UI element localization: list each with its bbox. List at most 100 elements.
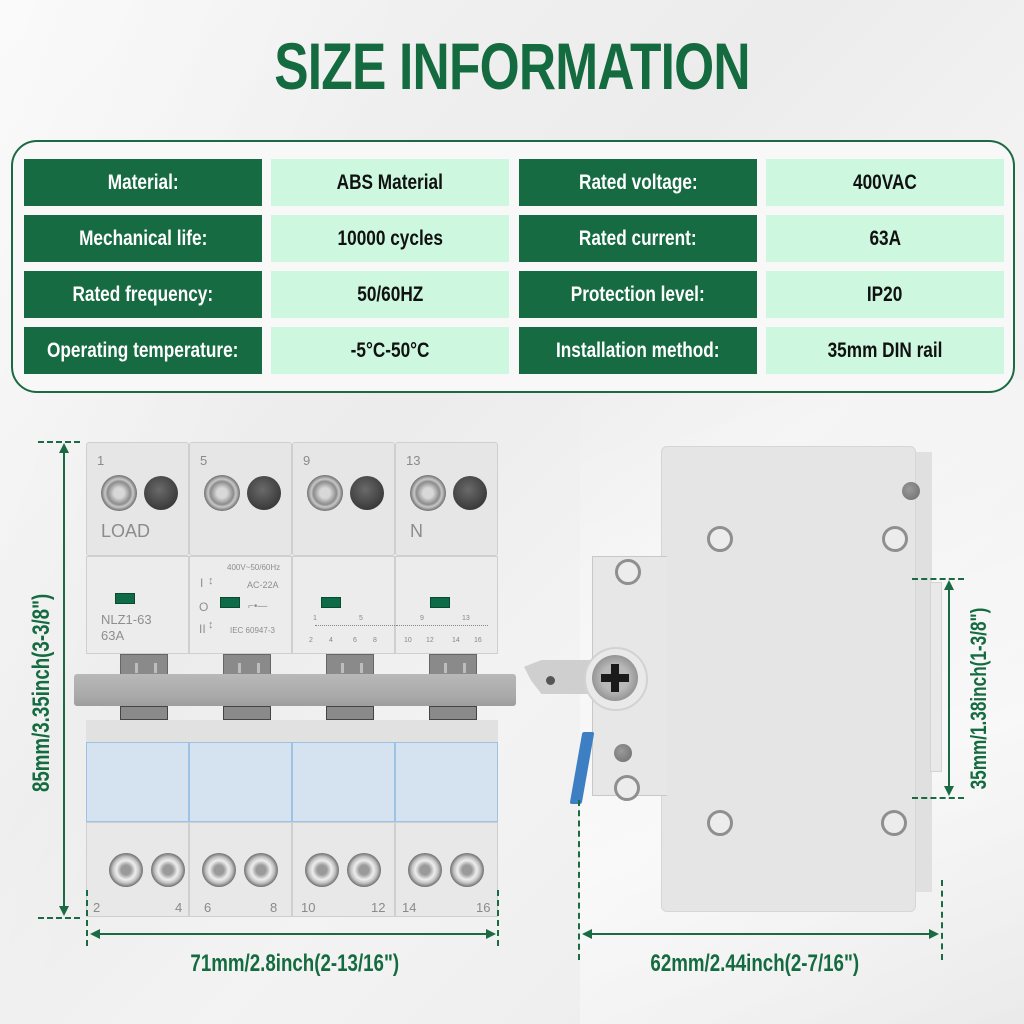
- module-band: [292, 720, 395, 742]
- module-band: [189, 720, 292, 742]
- diagram-number: 2: [309, 637, 313, 644]
- status-indicator-icon: [115, 593, 135, 604]
- contact-diagram-line: [396, 625, 488, 626]
- blue-cover-edge: [569, 732, 595, 804]
- spec-label: Protection level:: [519, 271, 757, 318]
- switch-symbol-icon: ⌐•—: [248, 601, 268, 612]
- depth-dimension-label: 62mm/2.44inch(2-7/16"): [650, 950, 860, 977]
- dimension-guide: [497, 890, 499, 946]
- page-title: SIZE INFORMATION: [274, 29, 750, 103]
- switch-handle-bar: [74, 674, 516, 706]
- terminal-screw-icon: [202, 853, 236, 887]
- spec-label: Mechanical life:: [24, 215, 262, 262]
- rivet-icon: [614, 744, 632, 762]
- dimension-line-depth: [588, 933, 931, 935]
- arrow-right-icon: [929, 929, 939, 939]
- diagram-number: 16: [474, 637, 482, 644]
- dimension-guide: [578, 800, 580, 960]
- position-label: II: [199, 622, 206, 636]
- arrow-left-icon: [90, 929, 100, 939]
- arrow-right-icon: [486, 929, 496, 939]
- spec-value: 10000 cycles: [271, 215, 509, 262]
- terminal-screw-icon: [151, 853, 185, 887]
- dimension-line-rail: [948, 588, 950, 788]
- spec-value: ABS Material: [271, 159, 509, 206]
- spec-value: 400VAC: [766, 159, 1004, 206]
- height-dimension-label: 85mm/3.35inch(3-3/8"): [28, 593, 55, 793]
- switch-side-view: [520, 442, 942, 912]
- status-indicator-icon: [220, 597, 240, 608]
- spec-label: Installation method:: [519, 327, 757, 374]
- updown-arrow-icon: ↕: [208, 575, 214, 587]
- terminal-knob-icon: [350, 476, 384, 510]
- spec-label: Rated voltage:: [519, 159, 757, 206]
- spec-table: Material: ABS Material Rated voltage: 40…: [11, 140, 1015, 393]
- terminal-screw-icon: [347, 853, 381, 887]
- dimension-line-height: [63, 450, 65, 908]
- spec-row: Mechanical life: 10000 cycles Rated curr…: [24, 215, 1004, 262]
- rail-dimension-label: 35mm/1.38inch(1-3/8"): [966, 607, 991, 790]
- module-face: NLZ1-63 63A: [86, 556, 189, 654]
- spec-value: -5°C-50°C: [271, 327, 509, 374]
- terminal-number: 12: [371, 900, 386, 915]
- terminal-screw-icon: [450, 853, 484, 887]
- terminal-number: 8: [270, 900, 278, 915]
- dimension-guide: [912, 797, 964, 799]
- terminal-block-top: 5: [189, 442, 292, 556]
- terminal-number: 14: [402, 900, 417, 915]
- lever-slot: [120, 706, 168, 720]
- module-face: 9 13 10 12 14 16: [395, 556, 498, 654]
- terminal-screw-icon: [305, 853, 339, 887]
- diagram-number: 14: [452, 637, 460, 644]
- transparent-cover: [395, 742, 498, 822]
- diagram-number: 9: [420, 615, 424, 622]
- terminal-screw-icon: [244, 853, 278, 887]
- diagram-number: 4: [329, 637, 333, 644]
- terminal-screw-icon: [204, 475, 240, 511]
- terminal-block-bottom: 6 8: [189, 822, 292, 917]
- module-face: I O II ↕ ↕ 400V~50/60Hz AC-22A ⌐•— IEC 6…: [189, 556, 292, 654]
- position-label: O: [199, 600, 209, 614]
- mounting-hole-icon: [614, 775, 640, 801]
- standard-label: IEC 60947-3: [230, 626, 275, 635]
- contact-diagram-line: [315, 625, 395, 626]
- spec-row: Operating temperature: -5°C-50°C Install…: [24, 327, 1004, 374]
- handle-pin-icon: [546, 676, 555, 685]
- dimension-line-width: [96, 933, 488, 935]
- terminal-block-bottom: 2 4: [86, 822, 189, 917]
- terminal-screw-icon: [101, 475, 137, 511]
- lever-slot: [223, 706, 271, 720]
- mounting-hole-icon: [882, 526, 908, 552]
- terminal-block-bottom: 10 12: [292, 822, 395, 917]
- rating-label: 400V~50/60Hz: [227, 563, 281, 572]
- pole-number: 1: [97, 453, 105, 468]
- diagram-number: 10: [404, 637, 412, 644]
- current-label: 63A: [101, 628, 125, 643]
- pole-module: 1 LOAD NLZ1-63 63A 2 4: [86, 442, 189, 917]
- lever-slot: [326, 706, 374, 720]
- transparent-cover: [292, 742, 395, 822]
- spec-value: 50/60HZ: [271, 271, 509, 318]
- terminal-number: 4: [175, 900, 183, 915]
- transparent-cover: [189, 742, 292, 822]
- lever-slot: [429, 706, 477, 720]
- pole-number: 13: [406, 453, 421, 468]
- terminal-number: 6: [204, 900, 212, 915]
- spec-value: 63A: [766, 215, 1004, 262]
- terminal-label: LOAD: [101, 521, 151, 541]
- arrow-left-icon: [582, 929, 592, 939]
- side-body: [661, 446, 916, 912]
- mounting-hole-icon: [707, 810, 733, 836]
- arrow-up-icon: [59, 443, 69, 453]
- mounting-hole-icon: [615, 559, 641, 585]
- dimension-guide: [38, 441, 80, 443]
- terminal-number: 2: [93, 900, 101, 915]
- transparent-cover: [86, 742, 189, 822]
- terminal-screw-icon: [307, 475, 343, 511]
- diagram-number: 5: [359, 615, 363, 622]
- updown-arrow-icon: ↕: [208, 619, 214, 631]
- terminal-screw-icon: [410, 475, 446, 511]
- status-indicator-icon: [430, 597, 450, 608]
- din-rail-clip: [930, 582, 942, 772]
- status-indicator-icon: [321, 597, 341, 608]
